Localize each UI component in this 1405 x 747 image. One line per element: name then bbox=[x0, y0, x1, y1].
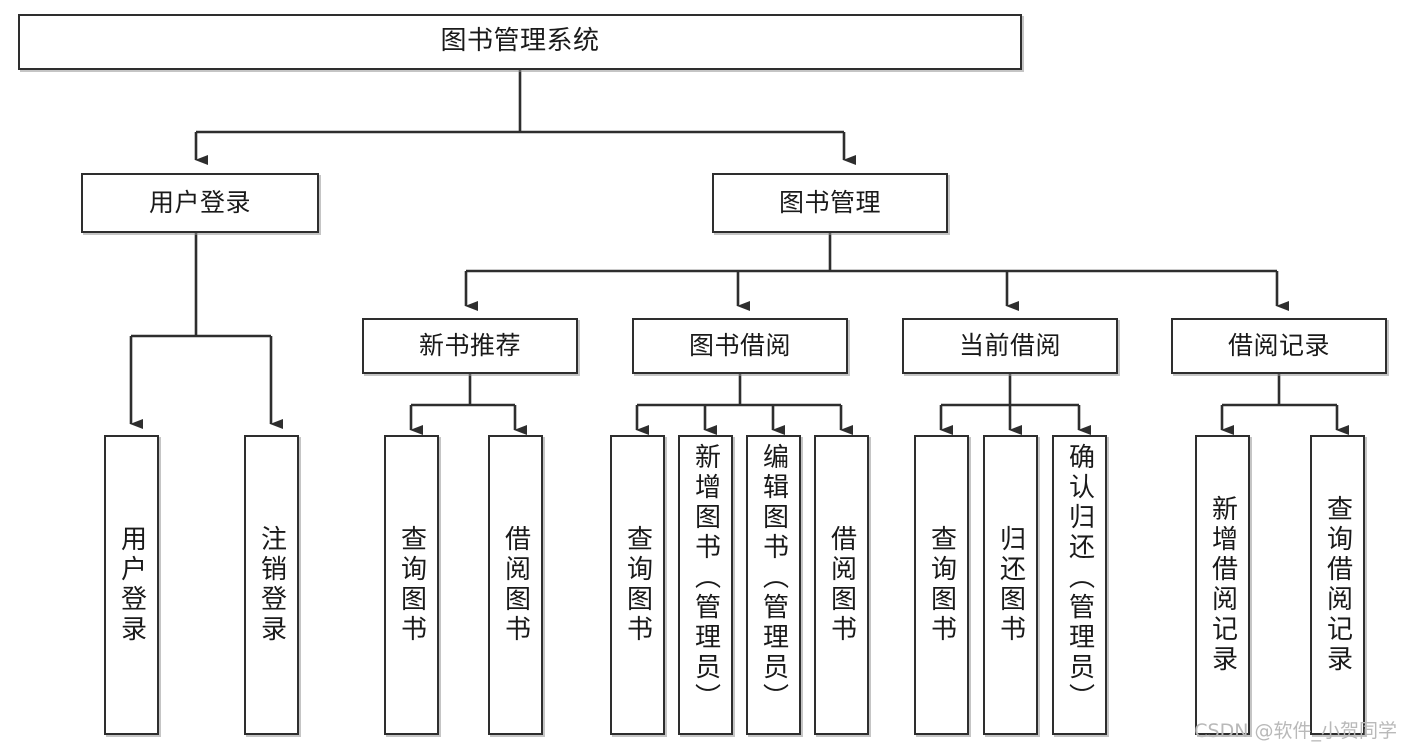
node-leaf-add-book-label: 新增图书（管理员） bbox=[690, 443, 721, 713]
node-borrow-record[interactable]: 借阅记录 bbox=[1171, 318, 1387, 374]
node-leaf-edit-book-label: 编辑图书（管理员） bbox=[758, 443, 789, 713]
node-leaf-logout[interactable]: 注销登录 bbox=[244, 435, 299, 735]
node-book-manage-label: 图书管理 bbox=[778, 188, 881, 217]
node-leaf-return-book[interactable]: 归还图书 bbox=[983, 435, 1038, 735]
node-user-login[interactable]: 用户登录 bbox=[81, 173, 319, 233]
node-leaf-query-book-3[interactable]: 查询图书 bbox=[914, 435, 969, 735]
node-leaf-borrow-book-2[interactable]: 借阅图书 bbox=[814, 435, 869, 735]
node-leaf-query-record-label: 查询借阅记录 bbox=[1322, 495, 1353, 675]
watermark: CSDN @软件_小贺同学 bbox=[1194, 720, 1397, 742]
node-root[interactable]: 图书管理系统 bbox=[18, 14, 1022, 70]
node-leaf-confirm-return[interactable]: 确认归还（管理员） bbox=[1052, 435, 1107, 735]
node-leaf-query-book-1-label: 查询图书 bbox=[396, 525, 427, 645]
node-leaf-user-login-label: 用户登录 bbox=[116, 525, 147, 645]
node-leaf-query-book-2[interactable]: 查询图书 bbox=[610, 435, 665, 735]
node-current-borrow[interactable]: 当前借阅 bbox=[902, 318, 1118, 374]
node-leaf-borrow-book-1-label: 借阅图书 bbox=[500, 525, 531, 645]
node-leaf-borrow-book-2-label: 借阅图书 bbox=[826, 525, 857, 645]
node-user-login-label: 用户登录 bbox=[148, 188, 251, 217]
node-leaf-add-record-label: 新增借阅记录 bbox=[1207, 495, 1238, 675]
node-book-borrow-label: 图书借阅 bbox=[688, 331, 791, 360]
node-new-book-rec[interactable]: 新书推荐 bbox=[362, 318, 578, 374]
node-new-book-rec-label: 新书推荐 bbox=[418, 331, 521, 360]
node-root-label: 图书管理系统 bbox=[440, 26, 600, 57]
node-book-borrow[interactable]: 图书借阅 bbox=[632, 318, 848, 374]
node-book-manage[interactable]: 图书管理 bbox=[712, 173, 948, 233]
node-current-borrow-label: 当前借阅 bbox=[958, 331, 1061, 360]
node-leaf-logout-label: 注销登录 bbox=[256, 525, 287, 645]
node-leaf-borrow-book-1[interactable]: 借阅图书 bbox=[488, 435, 543, 735]
node-leaf-edit-book[interactable]: 编辑图书（管理员） bbox=[746, 435, 801, 735]
node-borrow-record-label: 借阅记录 bbox=[1227, 331, 1330, 360]
node-leaf-user-login[interactable]: 用户登录 bbox=[104, 435, 159, 735]
node-leaf-return-book-label: 归还图书 bbox=[995, 525, 1026, 645]
node-leaf-query-book-3-label: 查询图书 bbox=[926, 525, 957, 645]
node-leaf-query-book-2-label: 查询图书 bbox=[622, 525, 653, 645]
node-leaf-query-record[interactable]: 查询借阅记录 bbox=[1310, 435, 1365, 735]
node-leaf-add-record[interactable]: 新增借阅记录 bbox=[1195, 435, 1250, 735]
node-leaf-add-book[interactable]: 新增图书（管理员） bbox=[678, 435, 733, 735]
node-leaf-query-book-1[interactable]: 查询图书 bbox=[384, 435, 439, 735]
node-leaf-confirm-return-label: 确认归还（管理员） bbox=[1064, 443, 1095, 713]
